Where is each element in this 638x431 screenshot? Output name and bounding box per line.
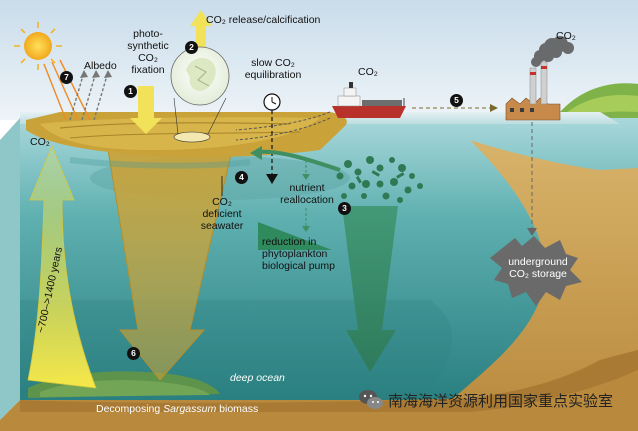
sargassum-sinking-arrow (107, 149, 233, 381)
decomp-suffix: biomass (216, 403, 259, 415)
co2-release-label: CO₂ release/calcification (206, 14, 321, 26)
sun (24, 32, 52, 60)
ship-co2-label: CO₂ (358, 66, 378, 78)
slow-equilibration-label: slow CO₂ equilibration (238, 57, 308, 81)
smoke (531, 36, 574, 67)
reduction-label: reduction in phytoplankton biological pu… (262, 236, 335, 272)
marker-4: 4 (235, 171, 248, 184)
reduction-line-1: reduction in (262, 236, 317, 248)
phytoplankton-cluster (336, 156, 423, 203)
slow-line-2: equilibration (244, 69, 302, 81)
reduction-line-3: biological pump (262, 260, 335, 272)
decomposing-label: Decomposing Sargassum biomass (96, 403, 258, 415)
marker-5: 5 (450, 94, 463, 107)
co2-left-label: CO₂ (30, 136, 50, 148)
marker-6: 6 (127, 347, 140, 360)
deficient-line-1: CO₂ (212, 196, 232, 208)
photo-line-2: synthetic (127, 40, 169, 52)
continental-slope (430, 140, 638, 420)
factory-co2-label: CO₂ (556, 30, 576, 42)
photo-line-4: fixation (131, 64, 165, 76)
underground-line-1: underground (508, 256, 568, 268)
marker-1: 1 (124, 85, 137, 98)
albedo-label: Albedo (84, 60, 117, 72)
photosynthetic-label: photo- synthetic CO₂ fixation (118, 28, 178, 76)
nutrient-reallocation-label: nutrient reallocation (274, 182, 340, 206)
ocean-block-side (0, 118, 20, 420)
upwelling-arrow (27, 144, 97, 389)
underground-storage (490, 236, 582, 306)
mat-zoom-footprint (173, 131, 211, 143)
nutrient-arrow (257, 149, 341, 172)
decomp-prefix: Decomposing (96, 403, 164, 415)
factory (505, 61, 561, 121)
nutrient-line-2: reallocation (280, 194, 334, 206)
reduction-line-2: phytoplankton (262, 248, 328, 260)
decomp-italic: Sargassum (163, 403, 217, 415)
ship (332, 82, 406, 118)
deficient-line-2: deficient (202, 208, 242, 220)
albedo-rays (43, 59, 109, 121)
release-arrow (190, 10, 212, 50)
nutrient-line-1: nutrient (289, 182, 325, 194)
photo-line-3: CO₂ (138, 52, 158, 64)
deep-ocean-label: deep ocean (230, 372, 285, 384)
marker-7: 7 (60, 71, 73, 84)
underground-storage-label: underground CO₂ storage (502, 256, 574, 280)
wechat-icon (359, 390, 383, 409)
photo-line-1: photo- (133, 28, 163, 40)
marker-3: 3 (338, 202, 351, 215)
deficient-line-3: seawater (200, 220, 244, 232)
reduction-wedge (258, 222, 332, 250)
watermark-text: 南海海洋资源利用国家重点实验室 (388, 392, 614, 410)
marker-2: 2 (185, 41, 198, 54)
biological-pump-arrow (342, 206, 398, 372)
slow-line-1: slow CO₂ (251, 57, 295, 69)
fixation-arrow (130, 86, 162, 134)
underground-line-2: CO₂ storage (509, 268, 567, 280)
co2-deficient-label: CO₂ deficient seawater (192, 196, 252, 232)
